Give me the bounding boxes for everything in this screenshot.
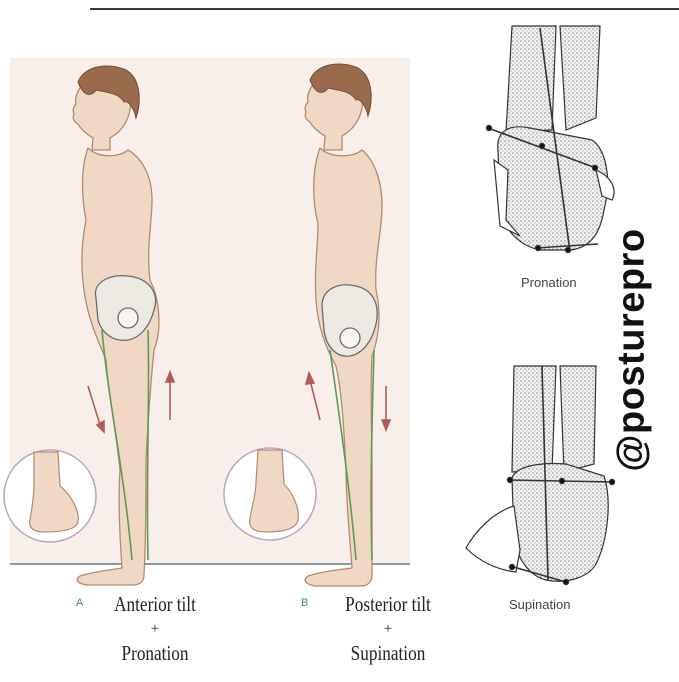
supination-diagram xyxy=(466,366,615,585)
figure-a-caption-line1: Anterior tilt xyxy=(94,592,217,617)
watermark-handle: @posturepro xyxy=(611,228,654,471)
figure-b-caption-line2: Supination xyxy=(327,641,450,666)
figure-b-foot-inset xyxy=(224,448,316,540)
figure-b-caption-line1: Posterior tilt xyxy=(327,592,450,617)
figure-a-foot-inset xyxy=(4,450,96,542)
figure-a-caption-plus: + xyxy=(80,620,230,638)
figure-a-caption-line2: Pronation xyxy=(94,641,217,666)
figure-b-caption-plus: + xyxy=(313,620,463,638)
supination-label: Supination xyxy=(509,597,570,612)
pronation-label: Pronation xyxy=(521,275,577,290)
pronation-diagram xyxy=(486,26,614,253)
figure-b-letter: B xyxy=(301,597,308,609)
figure-b-caption: Posterior tilt + Supination xyxy=(313,592,463,666)
figure-a-caption: Anterior tilt + Pronation xyxy=(80,592,230,666)
